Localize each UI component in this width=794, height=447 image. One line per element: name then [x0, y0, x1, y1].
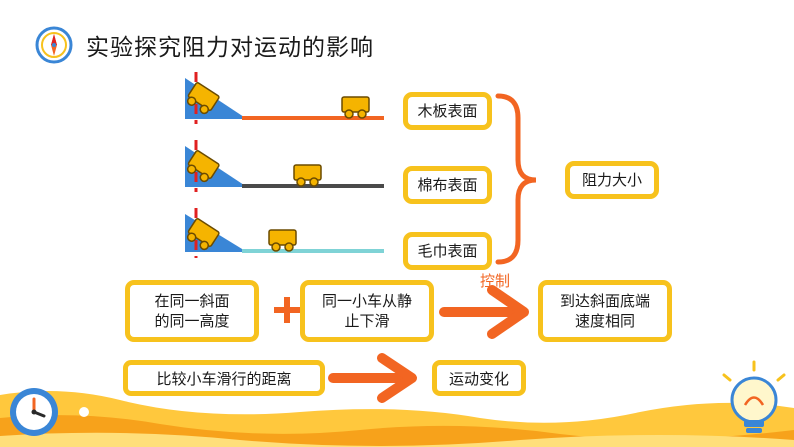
compare-box: 比较小车滑行的距离	[123, 360, 325, 396]
lightbulb-icon	[722, 360, 786, 433]
cart-icon	[293, 164, 322, 187]
plus-icon	[274, 297, 300, 323]
condition-box-cart: 同一小车从静 止下滑	[300, 280, 434, 342]
outcome-box-speed: 到达斜面底端 速度相同	[538, 280, 672, 342]
brace-connector	[495, 93, 537, 265]
arrow-right-icon	[328, 353, 417, 403]
control-label: 控制	[480, 272, 511, 290]
cart-icon	[341, 96, 370, 119]
cart-icon	[186, 150, 220, 183]
clock-icon	[10, 388, 58, 436]
bottom-decoration	[0, 391, 794, 447]
cart-icon	[268, 229, 297, 252]
cart-icon	[186, 218, 220, 251]
condition-box-height: 在同一斜面 的同一高度	[125, 280, 259, 342]
ramp-row-cloth	[185, 140, 384, 192]
ramp-row-towel	[185, 208, 384, 258]
page-title: 实验探究阻力对运动的影响	[86, 35, 374, 61]
surface-box-cloth: 棉布表面	[403, 166, 492, 204]
result-box: 阻力大小	[565, 161, 659, 199]
surface-box-wood: 木板表面	[403, 92, 492, 130]
compass-icon	[35, 26, 73, 64]
cart-icon	[186, 82, 220, 115]
surface-box-towel: 毛巾表面	[403, 232, 492, 270]
outcome-box-motion: 运动变化	[432, 360, 526, 396]
arrow-right-icon	[439, 285, 529, 339]
ramp-row-wood	[185, 72, 384, 124]
